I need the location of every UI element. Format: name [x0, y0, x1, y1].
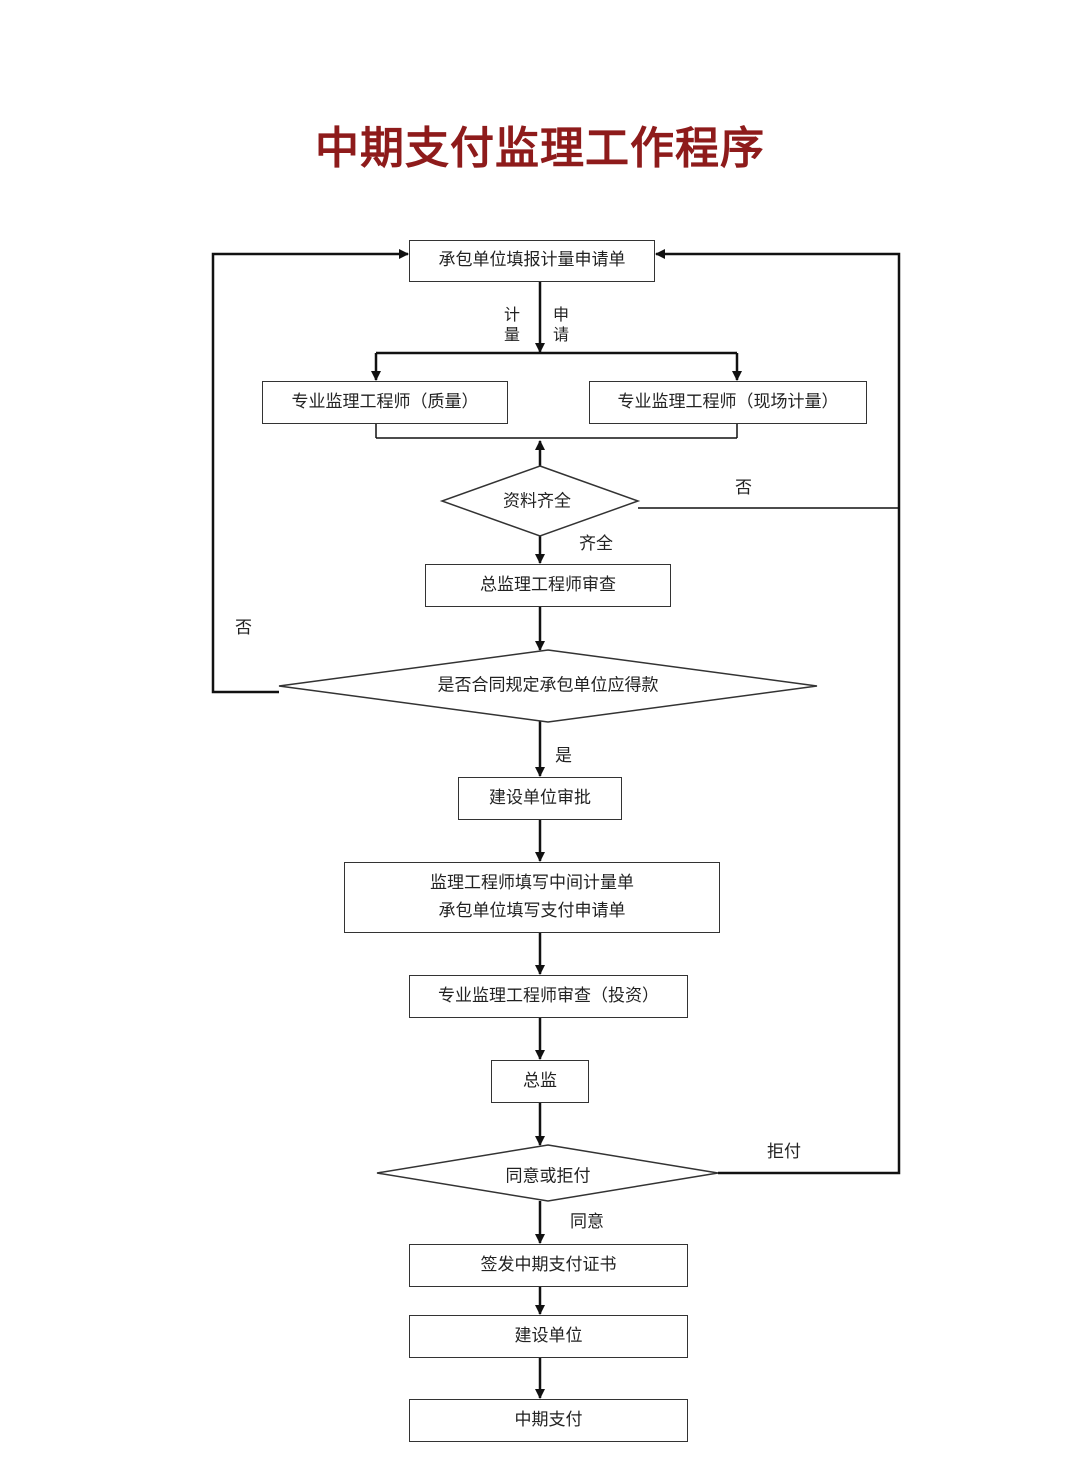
node-owner-label: 建设单位 [514, 1325, 583, 1346]
node-payment-label: 中期支付 [514, 1409, 583, 1430]
node-fill-line2: 承包单位填写支付申请单 [438, 900, 626, 921]
edge-label-apply-left: 计量 [503, 305, 520, 344]
edge-label-contract-no: 否 [235, 618, 252, 638]
node-fill-forms: 监理工程师填写中间计量单 承包单位填写支付申请单 [344, 862, 720, 933]
node-certificate: 签发中期支付证书 [409, 1244, 688, 1287]
edge-label-docs-no: 否 [735, 478, 752, 498]
node-quality-label: 专业监理工程师（质量） [291, 391, 479, 412]
edge-label-docs-yes: 齐全 [579, 534, 613, 554]
node-quality: 专业监理工程师（质量） [262, 381, 508, 424]
diamond-docs-check-label: 资料齐全 [503, 491, 571, 512]
node-measure: 专业监理工程师（现场计量） [589, 381, 867, 424]
node-owner: 建设单位 [409, 1315, 688, 1358]
diamond-contract-check-label: 是否合同规定承包单位应得款 [437, 675, 659, 696]
edge-label-reject: 拒付 [767, 1142, 801, 1162]
node-measure-label: 专业监理工程师（现场计量） [617, 391, 839, 412]
node-certificate-label: 签发中期支付证书 [480, 1254, 617, 1275]
node-apply: 承包单位填报计量申请单 [409, 240, 655, 282]
node-fill-line1: 监理工程师填写中间计量单 [430, 873, 634, 894]
node-owner-approve-label: 建设单位审批 [489, 787, 591, 808]
node-owner-approve: 建设单位审批 [458, 777, 622, 820]
node-invest-review-label: 专业监理工程师审查（投资） [438, 985, 659, 1006]
edge-contract-no-loop [211, 249, 409, 694]
edge-reject-loop [655, 249, 901, 1175]
node-chief-review-label: 总监理工程师审查 [480, 574, 616, 595]
diamond-docs-check [439, 465, 641, 537]
node-apply-label: 承包单位填报计量申请单 [438, 250, 626, 271]
node-chief-label: 总监 [523, 1070, 557, 1091]
edge-label-apply-right: 申请 [552, 305, 569, 344]
diamond-contract-check [278, 649, 818, 723]
page-title: 中期支付监理工作程序 [315, 123, 765, 174]
diamond-agree-check [376, 1144, 719, 1202]
node-chief: 总监 [491, 1060, 589, 1103]
edge-label-agree: 同意 [570, 1212, 604, 1232]
node-chief-review: 总监理工程师审查 [425, 564, 671, 607]
node-invest-review: 专业监理工程师审查（投资） [409, 975, 688, 1018]
diamond-agree-check-label: 同意或拒付 [505, 1166, 591, 1187]
node-payment: 中期支付 [409, 1399, 688, 1442]
edge-label-contract-yes: 是 [555, 746, 572, 766]
